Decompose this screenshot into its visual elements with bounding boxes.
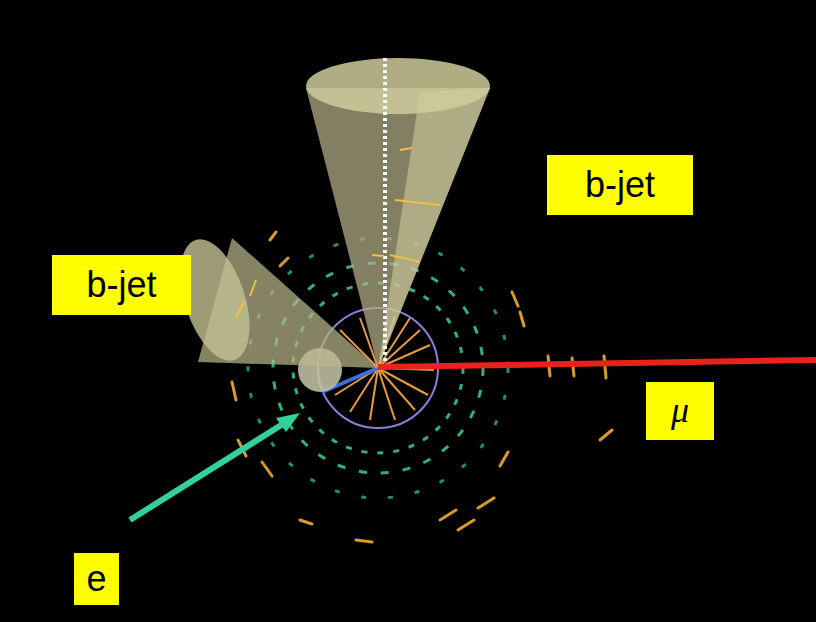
label-text: μ <box>671 391 689 431</box>
label-text: e <box>86 559 106 599</box>
label-text: b-jet <box>585 165 655 205</box>
label-box: e <box>74 553 119 605</box>
jet-hits <box>236 148 440 318</box>
jet-cone <box>306 58 490 368</box>
label-box: b-jet <box>547 155 693 215</box>
label-text: b-jet <box>86 265 156 305</box>
electron-arrow <box>130 413 300 520</box>
label-box: μ <box>646 382 714 440</box>
missing-energy-line <box>383 58 387 368</box>
muon-track <box>378 360 816 367</box>
calorimeter-hits <box>232 232 612 542</box>
label-box: b-jet <box>52 255 191 315</box>
jet-cone <box>167 231 378 369</box>
